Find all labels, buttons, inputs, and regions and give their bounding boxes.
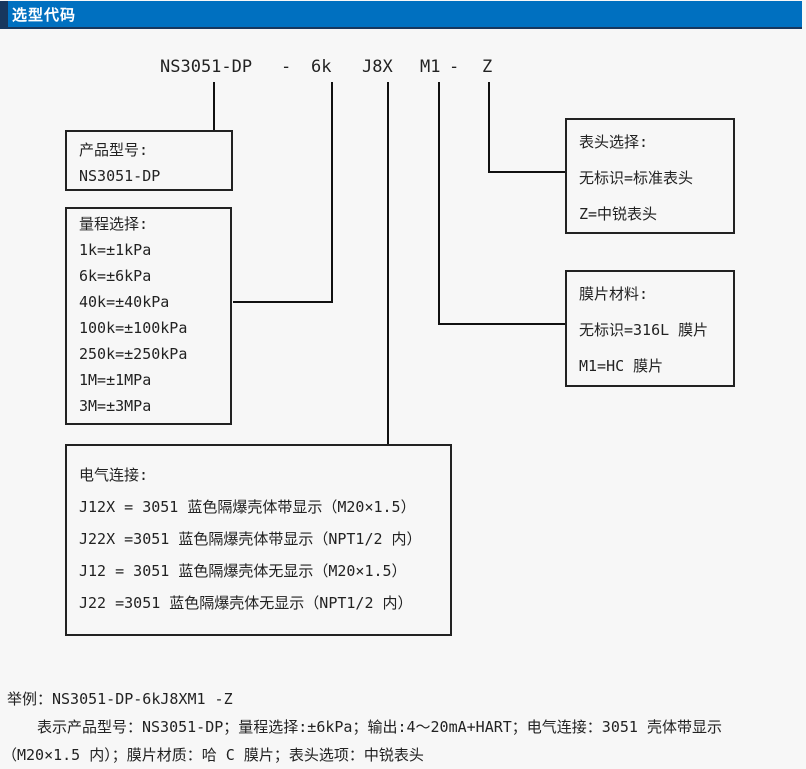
range-title: 量程选择: xyxy=(79,215,149,233)
electrical-option: J22 =3051 蓝色隔爆壳体无显示（NPT1/2 内） xyxy=(79,594,413,612)
code-segment-diaphragm: M1 xyxy=(420,57,441,77)
electrical-option: J22X =3051 蓝色隔爆壳体带显示（NPT1/2 内） xyxy=(79,530,422,548)
connector-display-vline xyxy=(488,82,490,173)
diaphragm-material-box: 膜片材料: 无标识=316L 膜片 M1=HC 膜片 xyxy=(565,270,735,387)
product-model-box: 产品型号: NS3051-DP xyxy=(65,130,233,191)
example-description-line-2: （M20×1.5 内）；膜片材质：哈 C 膜片；表头选项：中锐表头 xyxy=(2,746,424,764)
diaphragm-title: 膜片材料: xyxy=(579,285,649,303)
code-segment-electrical: J8X xyxy=(362,57,393,77)
display-head-option: 无标识=标准表头 xyxy=(579,169,694,187)
connector-range-hline xyxy=(233,301,333,303)
range-option: 6k=±6kPa xyxy=(79,267,152,285)
connector-diaphragm-vline xyxy=(438,82,440,325)
code-segment-range: 6k xyxy=(311,57,332,77)
connector-diaphragm-hline xyxy=(438,323,565,325)
code-segment-dash-1: - xyxy=(281,57,292,77)
connector-range-vline xyxy=(331,82,333,303)
electrical-option: J12X = 3051 蓝色隔爆壳体带显示（M20×1.5） xyxy=(79,498,416,516)
range-selection-box: 量程选择: 1k=±1kPa 6k=±6kPa 40k=±40kPa 100k=… xyxy=(65,207,232,425)
electrical-connection-box: 电气连接: J12X = 3051 蓝色隔爆壳体带显示（M20×1.5） J22… xyxy=(65,444,452,636)
connector-electrical-vline xyxy=(387,82,389,445)
code-segment-model: NS3051-DP xyxy=(160,57,253,77)
display-head-title: 表头选择: xyxy=(579,133,649,151)
range-option: 40k=±40kPa xyxy=(79,293,170,311)
example-code-line: 举例：NS3051-DP-6kJ8XM1 -Z xyxy=(7,690,233,708)
range-option: 1M=±1MPa xyxy=(79,371,152,389)
section-header: 选型代码 xyxy=(0,1,802,29)
diaphragm-option: M1=HC 膜片 xyxy=(579,357,664,375)
product-model-title: 产品型号: xyxy=(79,141,149,159)
electrical-option: J12 = 3051 蓝色隔爆壳体无显示（M20×1.5） xyxy=(79,562,407,580)
range-option: 1k=±1kPa xyxy=(79,241,152,259)
electrical-title: 电气连接: xyxy=(79,466,149,484)
example-description-line-1: 表示产品型号：NS3051-DP；量程选择:±6kPa；输出:4～20mA+HA… xyxy=(37,718,722,736)
connector-display-hline xyxy=(488,171,565,173)
display-head-box: 表头选择: 无标识=标准表头 Z=中锐表头 xyxy=(565,118,735,234)
connector-model-vline xyxy=(213,82,215,131)
header-accent-strip xyxy=(0,1,8,27)
range-option: 100k=±100kPa xyxy=(79,319,188,337)
diaphragm-option: 无标识=316L 膜片 xyxy=(579,321,709,339)
section-title: 选型代码 xyxy=(12,5,77,24)
product-model-value: NS3051-DP xyxy=(79,167,161,185)
code-segment-dash-2: - xyxy=(449,57,460,77)
range-option: 250k=±250kPa xyxy=(79,345,188,363)
display-head-option: Z=中锐表头 xyxy=(579,205,658,223)
range-option: 3M=±3MPa xyxy=(79,397,152,415)
code-segment-display: Z xyxy=(482,57,493,77)
